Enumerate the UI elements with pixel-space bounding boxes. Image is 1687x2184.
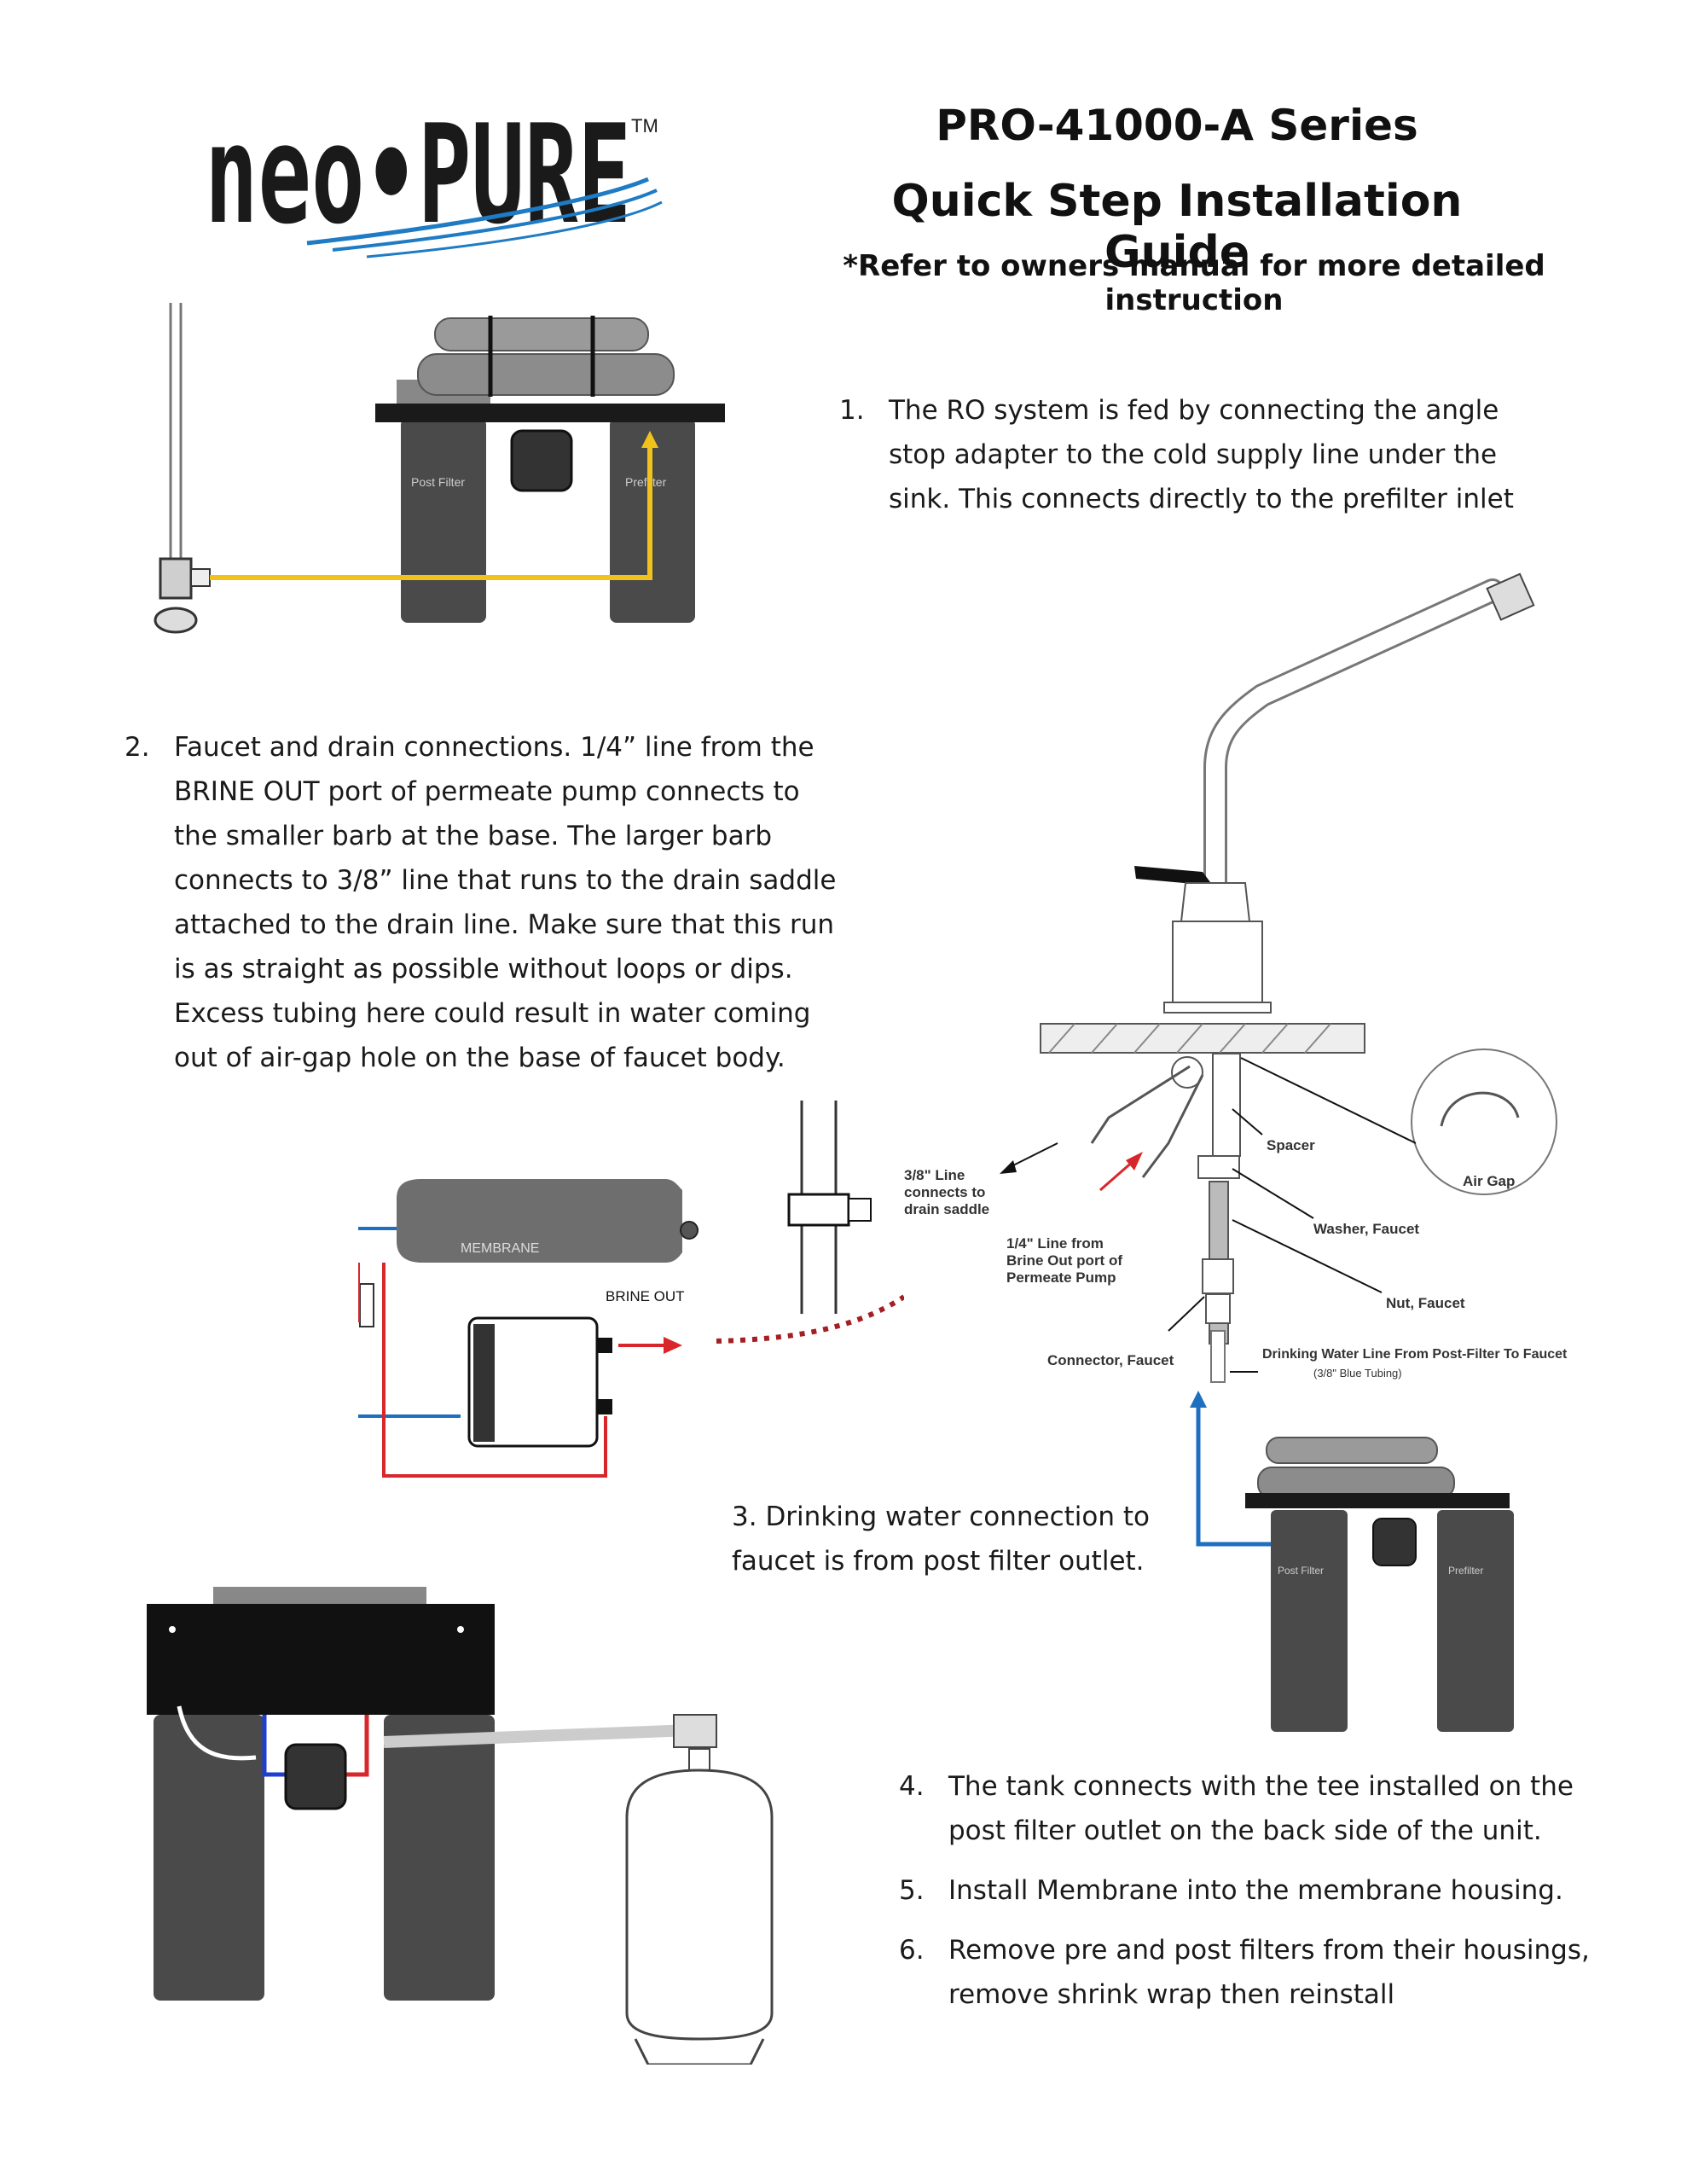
brine-line-label: 1/4" Line from Brine Out port of Permeat… xyxy=(1006,1235,1122,1286)
step-number: 2. xyxy=(125,732,150,763)
prefilter-label-2: Prefilter xyxy=(1448,1565,1483,1577)
step-text: Faucet and drain connections. 1/4” line … xyxy=(174,732,837,1073)
ro-unit-supply-diagram: Post Filter Prefilter xyxy=(145,303,725,670)
step-3: 3. Drinking water connection to faucet i… xyxy=(732,1495,1175,1583)
connector-label: Connector, Faucet xyxy=(1047,1352,1174,1368)
mounting-bracket xyxy=(375,404,725,422)
membrane-housing xyxy=(397,1179,682,1263)
supply-line xyxy=(210,438,652,580)
title-line-2: Quick Step Installation Guide xyxy=(891,176,1463,278)
drinking-line-note: (3/8" Blue Tubing) xyxy=(1313,1367,1402,1380)
membrane-label: MEMBRANE xyxy=(461,1241,539,1256)
post-filter-label-2: Post Filter xyxy=(1278,1565,1324,1577)
air-gap-detail xyxy=(1411,1048,1557,1195)
step-1: 1. The RO system is fed by connecting th… xyxy=(839,388,1564,521)
step-number: 1. xyxy=(839,395,865,426)
post-filter-housing xyxy=(401,418,486,623)
air-gap-label: Air Gap xyxy=(1463,1173,1515,1189)
logo-trademark: TM xyxy=(631,115,658,136)
drain-line-label: 3/8" Line connects to drain saddle xyxy=(904,1167,990,1217)
bracket-front xyxy=(147,1604,495,1715)
post-filter-label: Post Filter xyxy=(411,475,465,489)
step-5: 5. Install Membrane into the membrane ho… xyxy=(899,1868,1598,1913)
step-6: 6. Remove pre and post filters from thei… xyxy=(899,1928,1598,2017)
permeate-pump-diagram xyxy=(467,1316,599,1448)
prefilter-label: Prefilter xyxy=(625,475,667,489)
step-text: Remove pre and post filters from their h… xyxy=(948,1935,1590,2010)
step-4: 4. The tank connects with the tee instal… xyxy=(899,1764,1598,1853)
membrane-pump-diagram: MEMBRANE BRINE OUT xyxy=(348,1101,906,1502)
angle-stop-valve xyxy=(159,557,193,600)
title-note: *Refer to owners manual for more detaile… xyxy=(843,249,1545,317)
title-line-1: PRO-41000-A Series xyxy=(936,101,1418,150)
step-number: 3. xyxy=(732,1502,757,1532)
step-text: The RO system is fed by connecting the a… xyxy=(889,395,1514,514)
faucet-body xyxy=(1172,921,1263,1008)
drinking-water-line xyxy=(1196,1397,1284,1547)
faucet-handle xyxy=(1134,866,1213,886)
step-text: The tank connects with the tee installed… xyxy=(948,1771,1574,1846)
step-number: 6. xyxy=(899,1935,925,1966)
spacer-label: Spacer xyxy=(1267,1137,1315,1153)
brand-logo: neo•PURE TM xyxy=(205,95,682,260)
faucet-diagram: Spacer Air Gap Washer, Faucet Nut, Fauce… xyxy=(896,563,1578,1416)
step-text: Install Membrane into the membrane housi… xyxy=(948,1875,1563,1906)
storage-tank xyxy=(625,1769,774,2041)
drain-saddle xyxy=(787,1193,850,1227)
ro-unit-tank-diagram xyxy=(136,1587,836,2066)
nut-label: Nut, Faucet xyxy=(1386,1295,1465,1311)
step-text: Drinking water connection to faucet is f… xyxy=(732,1502,1151,1577)
brine-out-label: BRINE OUT xyxy=(606,1288,685,1304)
permeate-pump xyxy=(510,429,573,492)
step-2: 2. Faucet and drain connections. 1/4” li… xyxy=(125,725,841,1080)
logo-swoosh xyxy=(306,177,649,246)
drinking-line-label: Drinking Water Line From Post-Filter To … xyxy=(1262,1347,1568,1362)
step-number: 5. xyxy=(899,1875,925,1906)
step-number: 4. xyxy=(899,1771,925,1802)
washer-label: Washer, Faucet xyxy=(1313,1221,1419,1237)
ro-unit-faucet-diagram: Post Filter Prefilter xyxy=(1177,1391,1535,1749)
countertop xyxy=(1040,1023,1365,1054)
faucet-spout xyxy=(1203,578,1504,895)
